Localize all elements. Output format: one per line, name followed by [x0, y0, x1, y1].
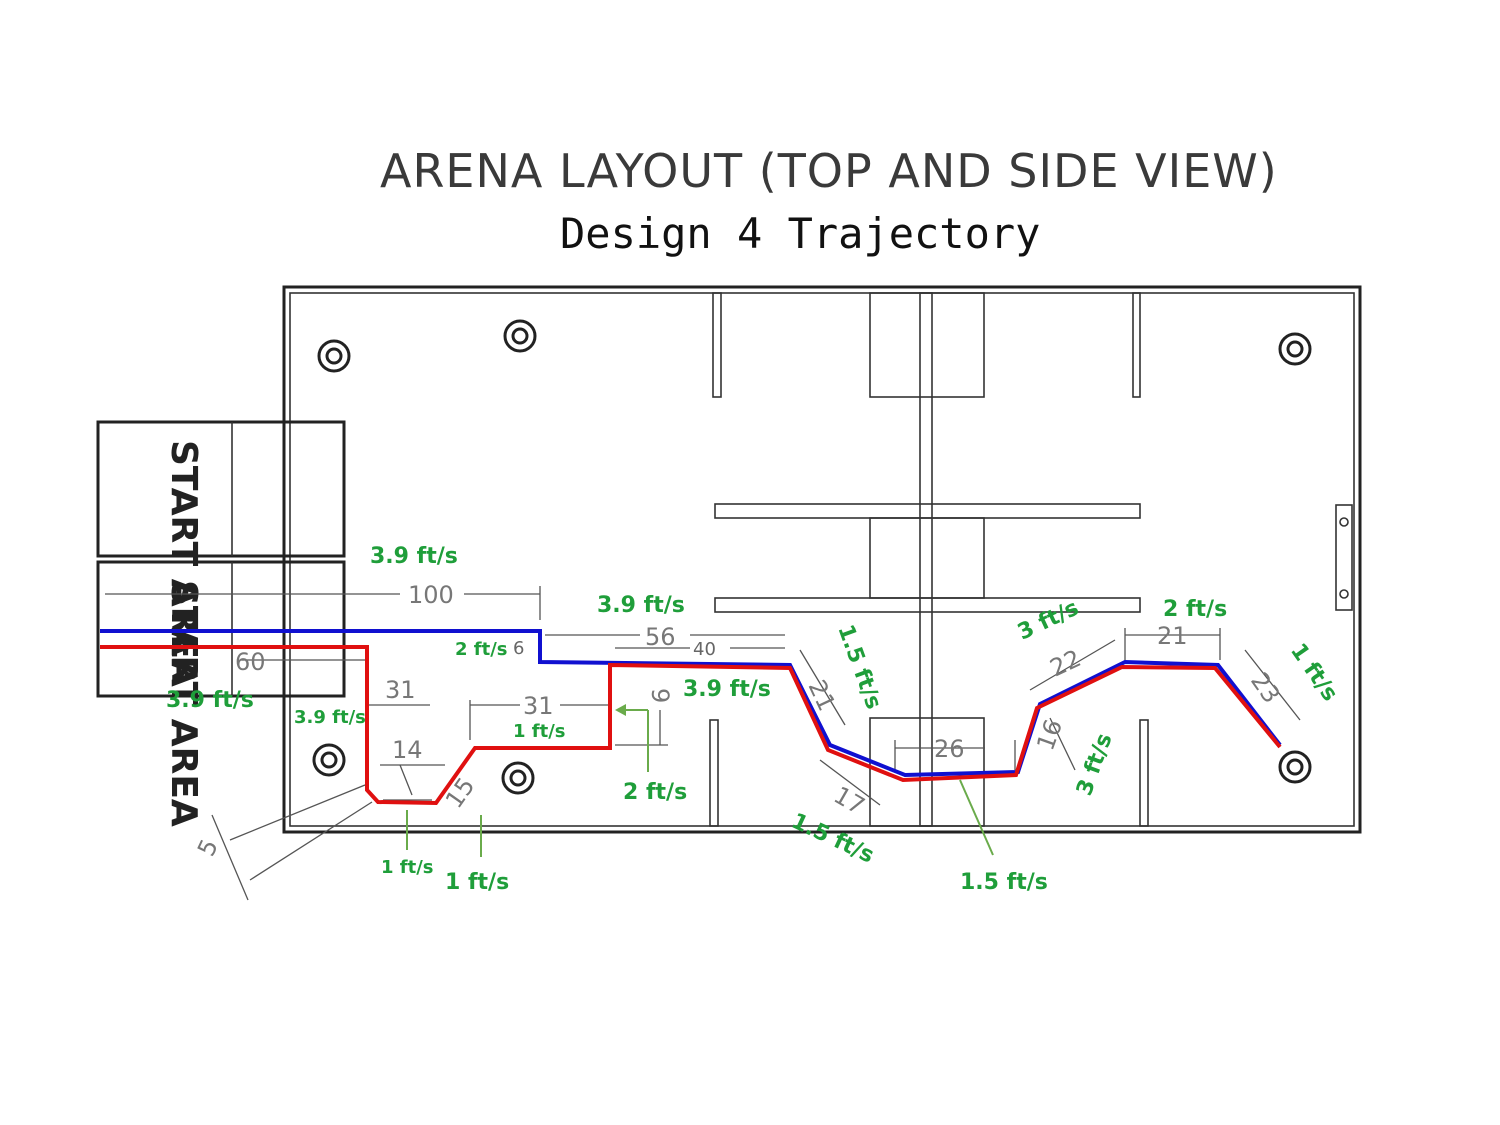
- speed-pointers: [406, 704, 994, 857]
- speed-label: 1 ft/s: [1285, 639, 1342, 706]
- diagram-subtitle: Design 4 Trajectory: [560, 209, 1040, 258]
- speed-label: 3.9 ft/s: [166, 688, 254, 713]
- speed-label: 3.9 ft/s: [597, 593, 685, 618]
- speed-label: 3.9 ft/s: [370, 544, 458, 569]
- dim-31-mid: 31: [523, 692, 554, 720]
- dim-6: 6: [513, 638, 524, 659]
- speed-label: 3.9 ft/s: [294, 707, 366, 728]
- dim-17: 17: [829, 781, 869, 821]
- speed-label: 2 ft/s: [1163, 597, 1227, 622]
- red-trajectory: [100, 645, 1282, 806]
- speed-label: 1 ft/s: [513, 721, 566, 742]
- speed-label: 2 ft/s: [455, 639, 508, 660]
- dimension-lines: [105, 586, 1301, 901]
- speed-label: 3 ft/s: [1014, 596, 1083, 646]
- speed-label: 1 ft/s: [445, 870, 509, 895]
- speed-label: 1.5 ft/s: [787, 809, 877, 869]
- dim-31-left: 31: [385, 676, 416, 704]
- blue-trajectory: [100, 629, 1282, 778]
- dim-16: 16: [1031, 716, 1068, 754]
- trajectory-paths: [100, 629, 1282, 806]
- diagram-title: ARENA LAYOUT (TOP AND SIDE VIEW): [380, 144, 1278, 198]
- start-area-label-bottom: START AREA: [163, 580, 204, 827]
- dim-60: 60: [235, 648, 266, 676]
- dim-14: 14: [392, 736, 423, 764]
- speed-label: 1 ft/s: [381, 857, 434, 878]
- post-markers: [312, 319, 1312, 795]
- dim-26: 26: [934, 735, 965, 763]
- speed-label: 2 ft/s: [623, 780, 687, 805]
- dim-5: 5: [192, 835, 224, 861]
- dim-40: 40: [693, 639, 716, 660]
- dim-56: 56: [645, 623, 676, 651]
- speed-labels: 3.9 ft/s 3.9 ft/s 3.9 ft/s 3.9 ft/s 2 ft…: [166, 544, 1342, 895]
- dim-23: 23: [1245, 667, 1285, 708]
- start-areas: START AREA START AREA: [96, 420, 346, 827]
- speed-label: 3.9 ft/s: [683, 677, 771, 702]
- dim-100: 100: [408, 581, 454, 609]
- speed-label: 3 ft/s: [1072, 730, 1117, 799]
- dim-21-top: 21: [1157, 622, 1188, 650]
- dim-15: 15: [440, 772, 480, 813]
- speed-label: 1.5 ft/s: [832, 622, 886, 713]
- speed-label: 1.5 ft/s: [960, 870, 1048, 895]
- dim-9: 9: [646, 688, 674, 703]
